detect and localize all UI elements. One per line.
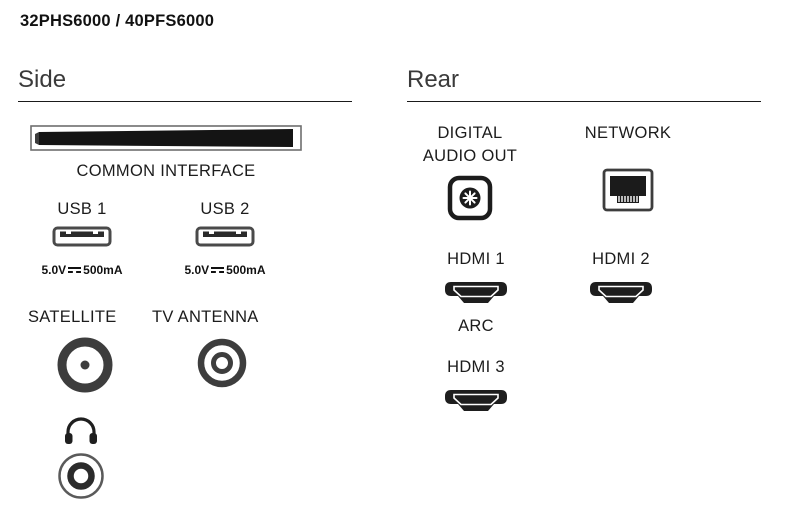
hdmi2-group: HDMI 2 (575, 250, 667, 310)
network-group: NETWORK (563, 124, 693, 217)
usb2-current: 500mA (226, 262, 266, 277)
side-divider (18, 101, 352, 102)
headphones-icon (63, 416, 99, 451)
usb2-group: USB 2 5.0V 500mA (179, 200, 271, 277)
network-label: NETWORK (584, 124, 672, 142)
usb1-label: USB 1 (57, 200, 107, 218)
hdmi2-label: HDMI 2 (592, 250, 650, 268)
digital-audio-out-group: DIGITAL AUDIO OUT (405, 124, 535, 226)
rear-section-heading: Rear (407, 66, 460, 93)
hdmi1-group: HDMI 1 ARC (430, 250, 522, 337)
dc-symbol-icon (68, 267, 82, 274)
rear-divider (407, 101, 761, 102)
digital-audio-out-label-line2: AUDIO OUT (422, 146, 518, 165)
hdmi1-label: HDMI 1 (447, 250, 505, 268)
usb2-voltage: 5.0V (184, 262, 210, 277)
hdmi-port-icon (444, 281, 508, 310)
usb1-current: 500mA (83, 262, 123, 277)
hdmi1-arc-label: ARC (458, 316, 494, 335)
usb1-power-spec: 5.0V 500mA (41, 263, 122, 277)
usb2-power-spec: 5.0V 500mA (184, 263, 265, 277)
hdmi-port-icon (444, 389, 508, 418)
common-interface-slot-icon (30, 125, 302, 156)
satellite-connector-icon (56, 336, 114, 399)
network-port-icon (602, 168, 654, 217)
model-title: 32PHS6000 / 40PFS6000 (20, 12, 215, 30)
usb-port-icon (195, 226, 255, 252)
hdmi3-group: HDMI 3 (430, 358, 522, 418)
tv-antenna-connector-icon (195, 336, 249, 395)
usb2-label: USB 2 (200, 200, 250, 218)
side-section-heading: Side (18, 66, 67, 93)
usb1-voltage: 5.0V (41, 262, 67, 277)
dc-symbol-icon (211, 267, 225, 274)
tv-antenna-label: TV ANTENNA (152, 308, 259, 326)
hdmi3-label: HDMI 3 (447, 358, 505, 376)
digital-audio-out-label-line1: DIGITAL (437, 124, 503, 142)
usb1-group: USB 1 5.0V 500mA (36, 200, 128, 277)
optical-audio-out-icon (447, 175, 493, 226)
usb-port-icon (52, 226, 112, 252)
headphone-jack-icon (57, 452, 105, 505)
satellite-label: SATELLITE (28, 308, 117, 326)
hdmi-port-icon (589, 281, 653, 310)
common-interface-label: COMMON INTERFACE (76, 162, 256, 180)
